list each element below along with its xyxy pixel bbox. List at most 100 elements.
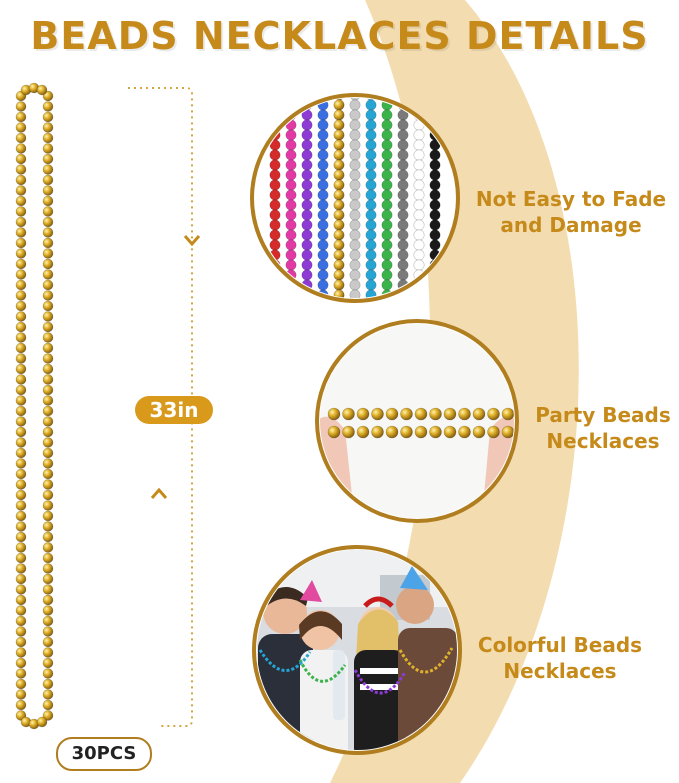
gold-bead bbox=[400, 425, 413, 439]
gold-bead bbox=[327, 425, 341, 439]
colored-bead bbox=[269, 219, 281, 231]
colored-bead bbox=[413, 209, 425, 221]
colored-bead bbox=[301, 269, 313, 281]
colored-bead bbox=[365, 189, 377, 201]
colored-bead bbox=[397, 159, 409, 171]
colored-bead bbox=[413, 289, 425, 298]
colored-bead bbox=[429, 169, 441, 181]
gold-bead bbox=[42, 689, 54, 700]
gold-bead bbox=[487, 407, 500, 421]
colored-bead bbox=[397, 269, 409, 281]
colored-bead bbox=[381, 229, 393, 241]
colored-bead bbox=[285, 209, 297, 221]
colored-bead bbox=[365, 159, 377, 171]
gold-bead bbox=[42, 405, 54, 417]
gold-bead bbox=[42, 521, 54, 532]
gold-bead bbox=[42, 426, 54, 438]
colored-bead bbox=[269, 98, 281, 101]
gold-bead bbox=[15, 563, 27, 574]
gold-bead bbox=[42, 153, 54, 165]
gold-bead bbox=[15, 311, 27, 322]
colored-bead bbox=[349, 219, 361, 231]
colored-bead bbox=[413, 199, 425, 211]
colored-bead bbox=[301, 229, 313, 241]
gold-bead bbox=[42, 605, 54, 616]
gold-bead bbox=[42, 342, 54, 354]
colored-bead bbox=[349, 279, 361, 291]
colored-bead bbox=[365, 279, 377, 291]
gold-bead bbox=[42, 395, 54, 406]
gold-bead bbox=[15, 573, 27, 585]
colored-bead bbox=[269, 209, 281, 221]
colored-bead bbox=[397, 219, 409, 231]
gold-bead bbox=[42, 678, 54, 690]
colored-bead bbox=[333, 259, 345, 271]
colored-bead bbox=[429, 149, 441, 161]
colored-bead bbox=[333, 239, 345, 251]
gold-bead bbox=[42, 174, 54, 186]
colored-bead bbox=[269, 279, 281, 291]
colored-bead bbox=[269, 289, 281, 298]
colored-bead bbox=[301, 209, 313, 221]
colored-bead bbox=[365, 129, 377, 141]
colored-bead bbox=[381, 149, 393, 161]
colored-bead bbox=[317, 279, 329, 291]
gold-bead bbox=[15, 122, 27, 133]
colored-bead bbox=[317, 169, 329, 181]
colored-bead bbox=[381, 109, 393, 121]
colored-bead bbox=[413, 159, 425, 171]
colored-bead bbox=[269, 199, 281, 211]
gold-bead bbox=[414, 425, 428, 439]
colored-bead bbox=[365, 239, 377, 251]
colored-bead bbox=[429, 199, 441, 211]
colored-bead bbox=[381, 259, 393, 271]
gold-bead bbox=[15, 447, 27, 459]
gold-bead bbox=[15, 647, 27, 658]
gold-bead bbox=[15, 279, 27, 291]
colored-bead bbox=[317, 149, 329, 161]
colored-bead bbox=[397, 139, 409, 151]
gold-bead bbox=[15, 437, 27, 448]
gold-bead bbox=[15, 584, 27, 595]
gold-bead bbox=[42, 248, 54, 259]
gold-bead bbox=[501, 407, 514, 421]
colored-bead bbox=[413, 239, 425, 251]
gold-bead bbox=[15, 458, 27, 469]
gold-bead bbox=[15, 164, 27, 175]
colored-bead bbox=[301, 119, 313, 131]
colored-bead bbox=[365, 119, 377, 131]
colored-bead bbox=[285, 99, 297, 111]
colored-bead bbox=[333, 159, 345, 171]
arrow-up-icon bbox=[150, 487, 168, 499]
colored-bead bbox=[349, 149, 361, 161]
colored-bead bbox=[349, 269, 361, 281]
gold-bead bbox=[15, 689, 27, 700]
gold-bead bbox=[42, 374, 54, 385]
colored-bead bbox=[285, 169, 297, 181]
gold-bead bbox=[42, 584, 54, 595]
gold-bead bbox=[472, 407, 486, 421]
gold-bead bbox=[15, 195, 27, 207]
colored-bead bbox=[301, 219, 313, 231]
colored-bead bbox=[397, 259, 409, 271]
gold-bead bbox=[42, 227, 54, 238]
gold-bead bbox=[15, 678, 27, 690]
gold-bead bbox=[15, 342, 27, 354]
colored-bead bbox=[285, 219, 297, 231]
gold-bead bbox=[15, 363, 27, 375]
colored-bead bbox=[269, 269, 281, 281]
colored-bead bbox=[413, 189, 425, 201]
colored-bead bbox=[397, 209, 409, 221]
gold-bead bbox=[42, 573, 54, 585]
colored-bead bbox=[413, 249, 425, 261]
gold-bead bbox=[342, 407, 355, 421]
gold-bead bbox=[15, 248, 27, 259]
gold-bead bbox=[385, 407, 399, 421]
colored-bead bbox=[301, 249, 313, 261]
gold-bead bbox=[42, 615, 54, 627]
gold-bead bbox=[42, 279, 54, 291]
gold-bead bbox=[42, 594, 54, 606]
gold-bead bbox=[42, 269, 54, 280]
colored-bead bbox=[413, 179, 425, 191]
colored-bead bbox=[269, 99, 281, 111]
